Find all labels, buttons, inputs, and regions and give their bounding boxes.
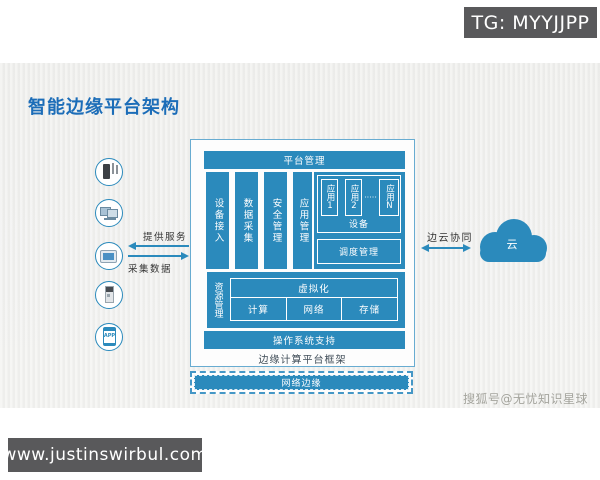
industrial-pc-icon <box>95 199 123 227</box>
application-panel: 应用1 应用2 ····· 应用N 设备 调度管理 <box>314 172 405 269</box>
scheduling-management-box: 调度管理 <box>317 239 401 264</box>
app-n-box: 应用N <box>379 179 399 216</box>
cloud-label: 云 <box>506 238 518 251</box>
monitor-base-shape <box>104 218 116 220</box>
plc-header-shape <box>106 287 113 292</box>
app-1-box: 应用1 <box>321 179 338 216</box>
mobile-app-icon: APP <box>95 323 123 351</box>
edge-cloud-arrow <box>428 247 464 249</box>
app-2-box: 应用2 <box>345 179 362 216</box>
antenna-shape <box>116 165 118 174</box>
collab-arrowhead-left <box>421 244 429 252</box>
column-security-management: 安全管理 <box>264 172 287 269</box>
collect-data-arrow <box>128 255 182 257</box>
phone-bottombar-shape <box>104 343 115 345</box>
page-title: 智能边缘平台架构 <box>28 97 180 118</box>
monitor-shape <box>107 209 118 218</box>
resource-management-label: 资源管理 <box>212 282 223 318</box>
iot-gateway-icon <box>95 158 123 186</box>
cloud-icon <box>468 216 556 268</box>
column-app-management: 应用管理 <box>293 172 312 269</box>
virtualization-cells: 计算 网络 存储 <box>231 298 397 320</box>
network-edge-box: 网络边缘 <box>190 371 413 394</box>
url-badge: www.justinswirbul.com <box>2 438 207 472</box>
phone-topbar-shape <box>104 328 115 331</box>
gateway-tower-shape <box>103 164 110 179</box>
url-badge-label: www.justinswirbul.com <box>2 445 208 465</box>
antenna-shape <box>112 163 114 174</box>
collab-arrowhead-right <box>463 244 471 252</box>
network-edge-bar: 网络边缘 <box>194 375 409 390</box>
collect-data-label: 采集数据 <box>128 264 173 275</box>
apps-ellipsis: ····· <box>364 193 377 202</box>
phone-app-label: APP <box>103 333 116 339</box>
provide-service-arrowhead <box>128 242 136 250</box>
resource-panel: 资源管理 虚拟化 计算 网络 存储 <box>207 272 405 328</box>
edge-cloud-collab-label: 边云协同 <box>427 233 473 244</box>
framework-caption: 边缘计算平台框架 <box>258 355 347 366</box>
column-device-access: 设备接入 <box>206 172 229 269</box>
column-data-collection: 数据采集 <box>235 172 258 269</box>
provide-service-label: 提供服务 <box>143 232 188 243</box>
hmi-screen-shape <box>103 253 114 260</box>
collect-data-arrowhead <box>181 252 189 260</box>
storage-cell: 存储 <box>341 298 397 320</box>
hmi-touch-panel-icon <box>95 242 123 270</box>
plc-device-icon <box>95 281 123 309</box>
phone-body-shape <box>103 327 116 346</box>
watermark-text: 搜狐号@无忧知识星球 <box>463 392 589 406</box>
network-cell: 网络 <box>285 298 342 320</box>
tg-badge-label: TG: MYYJJPP <box>471 11 590 34</box>
apps-container: 应用1 应用2 ····· 应用N 设备 <box>317 175 401 233</box>
provide-service-arrow <box>135 245 189 247</box>
virtualization-label: 虚拟化 <box>231 279 397 298</box>
plc-port-shape <box>107 294 110 297</box>
edge-platform-frame: 平台管理 设备接入 数据采集 安全管理 应用管理 应用1 应用2 ····· 应… <box>190 139 415 367</box>
platform-management-bar: 平台管理 <box>204 151 405 169</box>
tg-badge: TG: MYYJJPP <box>464 7 597 38</box>
compute-cell: 计算 <box>247 305 269 316</box>
virtualization-box: 虚拟化 计算 网络 存储 <box>230 278 398 321</box>
device-label: 设备 <box>348 220 369 230</box>
os-support-bar: 操作系统支持 <box>204 331 405 349</box>
